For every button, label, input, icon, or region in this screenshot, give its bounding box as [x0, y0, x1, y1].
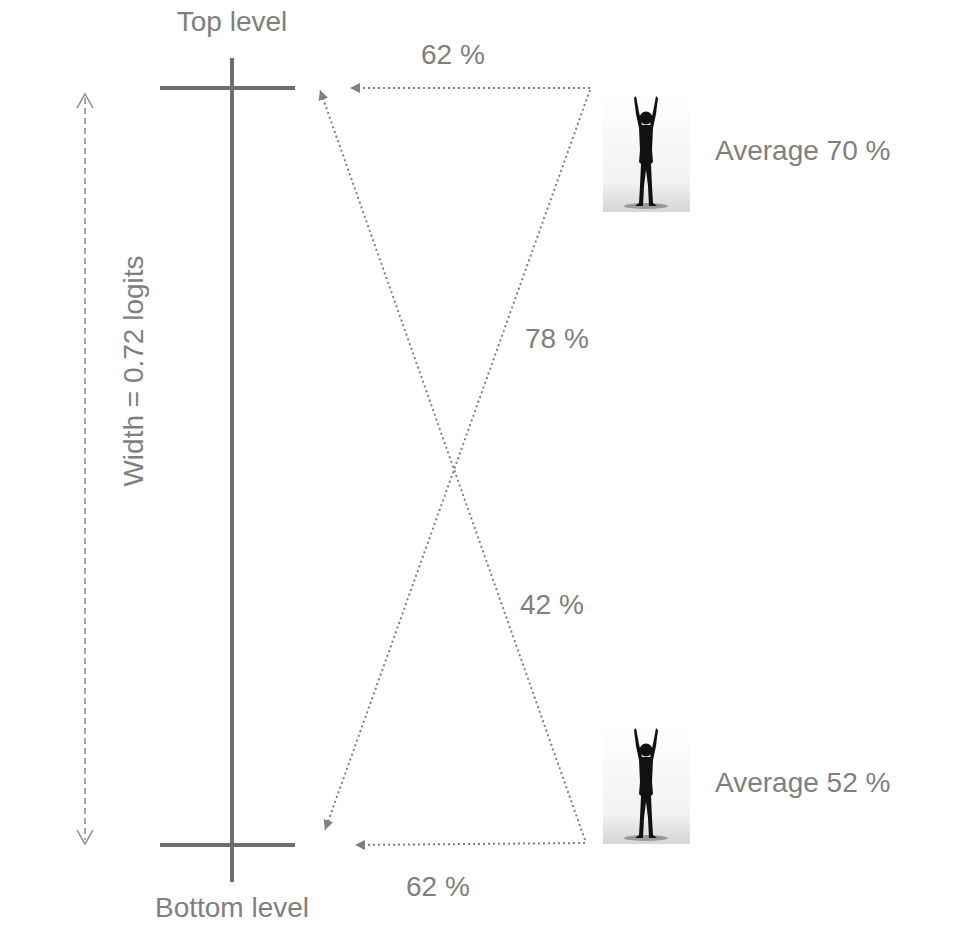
person-node: Average 52 %	[603, 722, 890, 844]
person-head	[640, 744, 653, 757]
edge-percentage: 42 %	[517, 588, 587, 622]
person-head	[640, 112, 653, 125]
dimension-label: Width = 0.72 logits	[117, 256, 151, 487]
person-shadow	[624, 835, 668, 841]
edge-percentage: 62 %	[403, 870, 473, 904]
node-text: Top level	[147, 5, 317, 39]
person-shadow	[624, 203, 668, 209]
scale-axis	[230, 58, 234, 882]
scale-level: Top level	[147, 5, 317, 95]
edge-percentage: 62 %	[418, 38, 488, 72]
person-node: Average 70 %	[603, 90, 890, 212]
dotted-arrow	[325, 90, 590, 830]
width-arrowhead	[77, 830, 93, 844]
dotted-arrow	[355, 843, 585, 845]
width-dimension-line	[84, 98, 86, 840]
person-silhouette	[634, 96, 658, 206]
person-silhouette	[634, 728, 658, 838]
person-picture	[603, 90, 690, 212]
dotted-arrow	[320, 90, 585, 840]
node-text: Bottom level	[147, 891, 317, 925]
level-tick	[160, 843, 295, 847]
node-text: Average 70 %	[715, 134, 890, 168]
picture-ground	[603, 722, 690, 844]
edge-percentage: 78 %	[522, 322, 592, 356]
picture-ground	[603, 90, 690, 212]
dotted-arrow	[350, 87, 590, 89]
scale-level: Bottom level	[147, 843, 317, 925]
person-picture	[603, 722, 690, 844]
width-arrowhead	[77, 94, 93, 108]
node-text: Average 52 %	[715, 766, 890, 800]
level-tick	[160, 86, 295, 90]
